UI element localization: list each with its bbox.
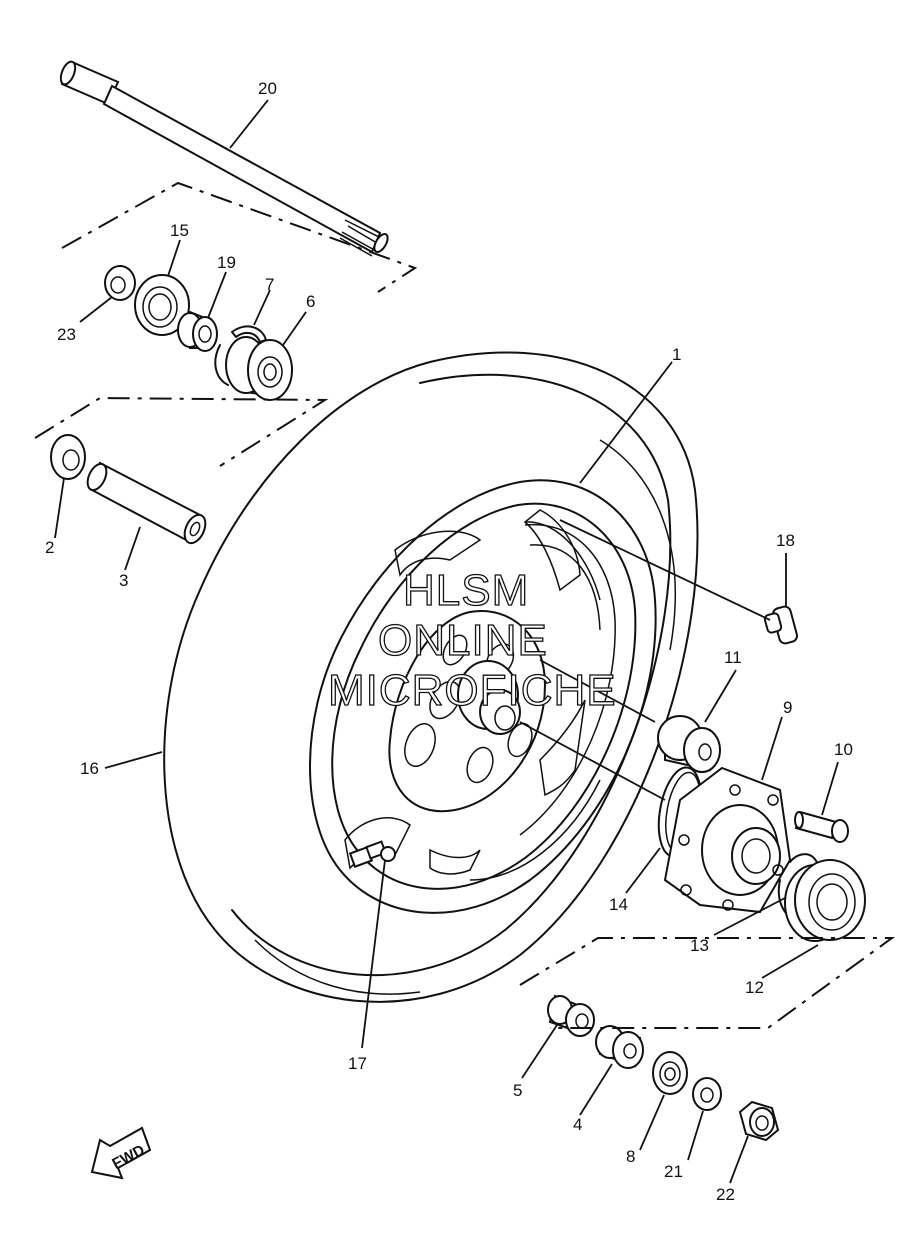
collar-5 — [547, 994, 595, 1037]
callout-6: 6 — [306, 292, 315, 311]
callout-7: 7 — [265, 275, 274, 294]
spacer-3 — [86, 461, 207, 545]
group-bracket-top — [61, 181, 418, 293]
callout-2: 2 — [45, 538, 54, 557]
callout-15: 15 — [170, 221, 189, 240]
axle — [59, 60, 389, 257]
fwd-arrow-icon: FWD — [90, 1126, 152, 1180]
collar-19 — [177, 310, 218, 352]
callout-1: 1 — [672, 345, 681, 364]
washer-23 — [104, 265, 136, 301]
callout-20: 20 — [258, 79, 277, 98]
callout-8: 8 — [626, 1147, 635, 1166]
group-bracket-bottom — [519, 937, 896, 1029]
callout-14: 14 — [609, 895, 628, 914]
oil-seal-2 — [50, 434, 86, 480]
callout-19: 19 — [217, 253, 236, 272]
callout-18: 18 — [776, 531, 795, 550]
callout-9: 9 — [783, 698, 792, 717]
callout-labels: 1 2 3 4 5 6 7 8 9 10 11 12 13 14 15 16 1… — [45, 79, 853, 1204]
bearing-12 — [784, 859, 866, 942]
callout-16: 16 — [80, 759, 99, 778]
callout-12: 12 — [745, 978, 764, 997]
callout-22: 22 — [716, 1185, 735, 1204]
assembly-lines — [519, 519, 771, 801]
callout-3: 3 — [119, 571, 128, 590]
balance-weight-18 — [763, 605, 799, 645]
nut-22 — [738, 1100, 780, 1142]
bolt-10 — [794, 810, 849, 843]
callout-13: 13 — [690, 936, 709, 955]
rim — [309, 479, 657, 914]
callout-10: 10 — [834, 740, 853, 759]
clutch-hub-9 — [663, 766, 792, 914]
watermark-line-1: HLSM — [403, 566, 529, 615]
oil-seal-15 — [134, 274, 190, 336]
watermark: HLSM ONLINE MICROFICHE — [327, 565, 617, 715]
callout-11: 11 — [724, 648, 742, 667]
bearing-8 — [652, 1051, 688, 1095]
watermark-line-3: MICROFICHE — [328, 666, 617, 715]
collar-4 — [595, 1025, 644, 1069]
watermark-line-2: ONLINE — [378, 616, 548, 665]
washer-21 — [692, 1077, 722, 1111]
callout-21: 21 — [664, 1162, 683, 1181]
callout-17: 17 — [348, 1054, 367, 1073]
callout-leaders — [54, 99, 839, 1184]
group-bracket-left — [34, 396, 329, 467]
valve — [348, 840, 396, 868]
callout-5: 5 — [513, 1081, 522, 1100]
bearing-6 — [225, 336, 293, 401]
damper-11 — [657, 715, 721, 773]
callout-23: 23 — [57, 325, 76, 344]
callout-4: 4 — [573, 1115, 582, 1134]
